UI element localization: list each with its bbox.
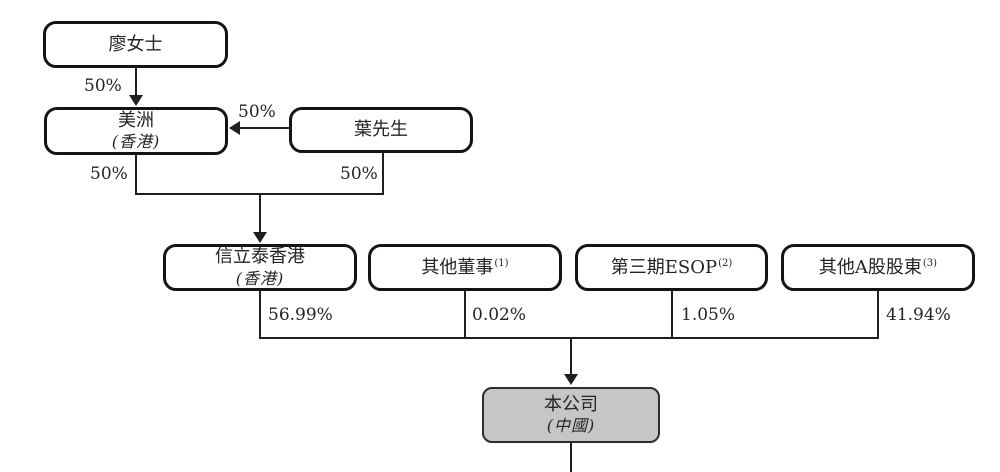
- arrow-down-icon: [253, 232, 267, 243]
- node-sinotide-hk-label: 信立泰香港: [215, 246, 305, 268]
- edge-directors-down-line: [464, 291, 466, 338]
- edge-merge-to-sinotide-line: [259, 193, 261, 233]
- node-meizhou-label: 美洲: [118, 109, 154, 131]
- node-meizhou-sublabel: (香港): [111, 132, 161, 152]
- node-sinotide-hk: 信立泰香港 (香港): [163, 244, 357, 291]
- edge-label-ye-to-sinotide: 50%: [340, 164, 378, 184]
- node-ms-liao: 廖女士: [43, 21, 228, 68]
- node-sinotide-hk-sublabel: (香港): [235, 268, 285, 288]
- edge-sinotide-down-line: [259, 291, 261, 338]
- edge-ashare-down-line: [877, 291, 879, 338]
- node-other-a-shareholders-label: 其他A股股東(3): [819, 256, 937, 279]
- node-mr-ye: 葉先生: [289, 107, 473, 153]
- edge-collector-horizontal-line: [259, 337, 879, 339]
- edge-ye-down-line: [382, 153, 384, 194]
- node-ms-liao-label: 廖女士: [108, 33, 163, 55]
- edge-label-meizhou-to-sinotide: 50%: [90, 164, 128, 184]
- edge-label-ye-to-meizhou: 50%: [238, 102, 276, 122]
- node-the-company-sublabel: (中國): [546, 416, 596, 436]
- footnote-1-marker: (1): [494, 257, 509, 269]
- edge-collector-to-company-line: [570, 337, 572, 375]
- node-esop-phase3-label: 第三期ESOP(2): [611, 256, 733, 279]
- edge-label-sinotide-to-company: 56.99%: [268, 305, 333, 325]
- node-other-directors-label: 其他董事(1): [421, 256, 508, 279]
- edge-label-directors-to-company: 0.02%: [472, 305, 527, 325]
- node-other-directors: 其他董事(1): [368, 244, 562, 291]
- edge-esop-down-line: [671, 291, 673, 338]
- node-the-company: 本公司 (中國): [482, 387, 660, 443]
- arrow-left-icon: [229, 121, 240, 135]
- node-esop-phase3: 第三期ESOP(2): [575, 244, 768, 291]
- arrow-down-icon: [564, 374, 578, 385]
- node-other-a-shareholders-text: 其他A股股東: [818, 256, 922, 278]
- arrow-down-icon: [129, 95, 143, 106]
- node-mr-ye-label: 葉先生: [354, 119, 408, 141]
- edge-meizhou-down-line: [135, 155, 137, 194]
- edge-liao-to-meizhou-line: [135, 68, 137, 96]
- footnote-2-marker: (2): [718, 257, 733, 269]
- edge-label-ashare-to-company: 41.94%: [886, 305, 951, 325]
- node-meizhou-hk: 美洲 (香港): [44, 107, 228, 155]
- node-the-company-label: 本公司: [544, 393, 598, 415]
- node-esop-phase3-text: 第三期ESOP: [610, 256, 718, 278]
- edge-ye-to-meizhou-line: [240, 127, 289, 129]
- footnote-3-marker: (3): [922, 257, 938, 269]
- edge-label-liao-to-meizhou: 50%: [84, 76, 122, 96]
- edge-company-down-line: [570, 443, 572, 472]
- node-other-a-shareholders: 其他A股股東(3): [781, 244, 975, 291]
- node-other-directors-text: 其他董事: [421, 256, 494, 278]
- edge-label-esop-to-company: 1.05%: [681, 305, 736, 325]
